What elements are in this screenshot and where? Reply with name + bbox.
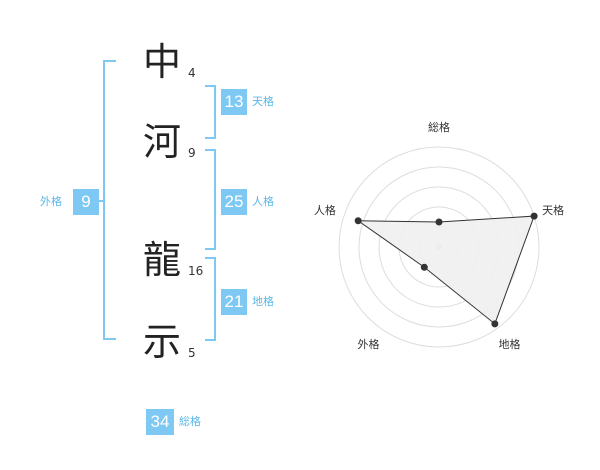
- stroke-count-2: 9: [188, 146, 196, 160]
- radar-axis-label: 地格: [499, 337, 521, 351]
- jinkaku-badge: 25: [221, 189, 247, 215]
- radar-ring: [338, 146, 540, 348]
- radar-point-3: [491, 320, 499, 328]
- chikaku-label: 地格: [252, 295, 274, 308]
- radar-axis-label: 天格: [542, 203, 564, 217]
- gaikaku-label: 外格: [40, 195, 62, 208]
- chikaku-badge: 21: [221, 289, 247, 315]
- radar-point-1: [435, 218, 443, 226]
- stroke-count-3: 16: [188, 264, 204, 278]
- jinkaku-bracket: [205, 149, 216, 250]
- name-char-1: 中: [142, 40, 181, 84]
- radar-axis-label: 人格: [314, 203, 336, 217]
- radar-point-5: [354, 217, 362, 225]
- jinkaku-label: 人格: [252, 195, 274, 208]
- radar-point-4: [420, 263, 428, 271]
- radar-axis-label: 総格: [428, 120, 450, 134]
- radar-point-2: [530, 212, 538, 220]
- stroke-count-4: 5: [188, 346, 196, 360]
- name-char-2: 河: [142, 120, 181, 164]
- soukaku-label: 総格: [179, 415, 201, 428]
- stroke-count-1: 4: [188, 66, 196, 80]
- chikaku-bracket: [205, 257, 216, 341]
- tenkaku-label: 天格: [252, 95, 274, 108]
- name-char-3: 龍: [142, 238, 181, 282]
- soukaku-badge: 34: [146, 409, 174, 435]
- name-char-4: 示: [142, 320, 181, 364]
- radar-axis-label: 外格: [357, 337, 379, 351]
- tenkaku-bracket: [205, 85, 216, 139]
- gaikaku-badge: 9: [73, 189, 99, 215]
- tenkaku-badge: 13: [221, 89, 247, 115]
- radar-series-polygon: [356, 215, 535, 325]
